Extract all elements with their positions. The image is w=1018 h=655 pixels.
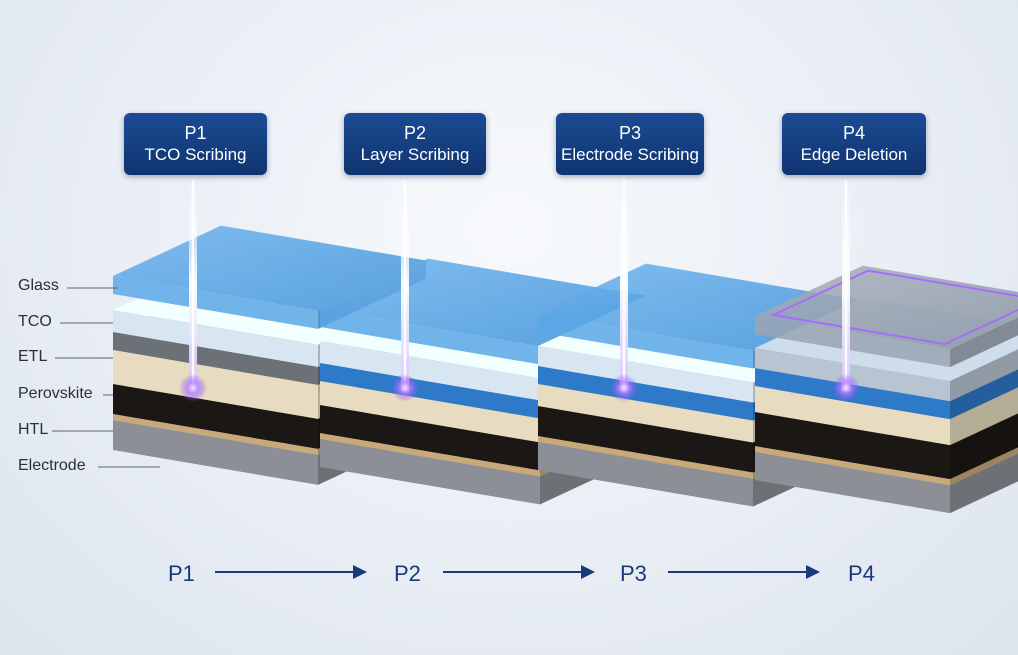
flow-arrow-2	[443, 565, 595, 579]
layer-label-electrode: Electrode	[18, 457, 86, 474]
layer-2-front	[113, 384, 318, 449]
glass-plate-top	[755, 265, 1018, 350]
layer-4-side	[950, 369, 1018, 420]
step-label-p1: P1 TCO Scribing	[124, 113, 267, 175]
layer-label-htl: HTL	[18, 421, 49, 438]
step-code: P3	[618, 123, 642, 143]
layer-3-front	[113, 350, 318, 419]
layer-label-perovskite: Perovskite	[18, 385, 93, 402]
laser-core-2	[403, 180, 407, 388]
glass-plate-side	[950, 317, 1018, 368]
layer-3-front	[320, 381, 540, 443]
layer-4-front	[113, 332, 318, 385]
step-name: TCO Scribing	[144, 145, 247, 164]
edge-deletion-outline	[769, 269, 1018, 346]
layer-4-front	[320, 363, 540, 419]
layer-0-front	[113, 420, 318, 485]
glass-plate-front	[538, 314, 753, 369]
stack-block-4	[755, 265, 1018, 514]
layer-5-front	[320, 341, 540, 401]
laser-spot-3	[610, 374, 638, 402]
flow-arrow-1	[215, 565, 367, 579]
layer-2-front	[320, 405, 540, 471]
layer-0-side	[950, 453, 1018, 514]
step-label-p2: P2 Layer Scribing	[344, 113, 486, 175]
flow-arrow-3	[668, 565, 820, 579]
layer-5-front	[755, 348, 950, 402]
step-code: P2	[403, 123, 427, 143]
layer-3-side	[950, 387, 1018, 446]
step-name: Layer Scribing	[360, 145, 470, 164]
layer-5-front	[113, 310, 318, 367]
flow-step-p1: P1	[168, 561, 195, 586]
layer-label-tco: TCO	[18, 313, 52, 330]
layer-1-front	[538, 436, 753, 479]
laser-spot-1	[179, 374, 207, 402]
glass-plate-front	[320, 309, 540, 365]
step-name: Electrode Scribing	[561, 145, 699, 164]
layer-1-front	[755, 446, 950, 486]
laser-spot-4	[832, 374, 860, 402]
layer-2-front	[538, 406, 753, 473]
flow-step-p3: P3	[620, 561, 647, 586]
layer-1-front	[320, 433, 540, 477]
step-code: P1	[184, 123, 207, 143]
layer-3-front	[755, 386, 950, 446]
glass-plate-front	[113, 276, 318, 329]
layer-5-front	[538, 346, 753, 403]
glass-plate-front	[755, 316, 950, 368]
step-code: P4	[842, 123, 866, 143]
layer-3-front	[538, 384, 753, 443]
flow-step-p2: P2	[394, 561, 421, 586]
step-label-p3: P3 Electrode Scribing	[556, 113, 704, 175]
layer-label-glass: Glass	[18, 277, 59, 294]
layer-0-front	[538, 442, 753, 507]
layer-0-front	[320, 439, 540, 505]
laser-spot-2	[391, 374, 419, 402]
layer-4-front	[538, 366, 753, 421]
layer-1-front	[113, 414, 318, 455]
flow-step-p4: P4	[848, 561, 875, 586]
layer-1-side	[950, 447, 1018, 486]
laser-core-4	[844, 180, 848, 388]
layer-5-side	[950, 349, 1018, 402]
layer-2-side	[950, 413, 1018, 480]
laser-core-3	[622, 180, 626, 388]
layer-label-etl: ETL	[18, 348, 48, 365]
laser-core-1	[191, 180, 195, 388]
layer-2-front	[755, 412, 950, 480]
step-name: Edge Deletion	[800, 145, 908, 164]
step-label-p4: P4 Edge Deletion	[782, 113, 926, 175]
layer-0-front	[755, 452, 950, 514]
